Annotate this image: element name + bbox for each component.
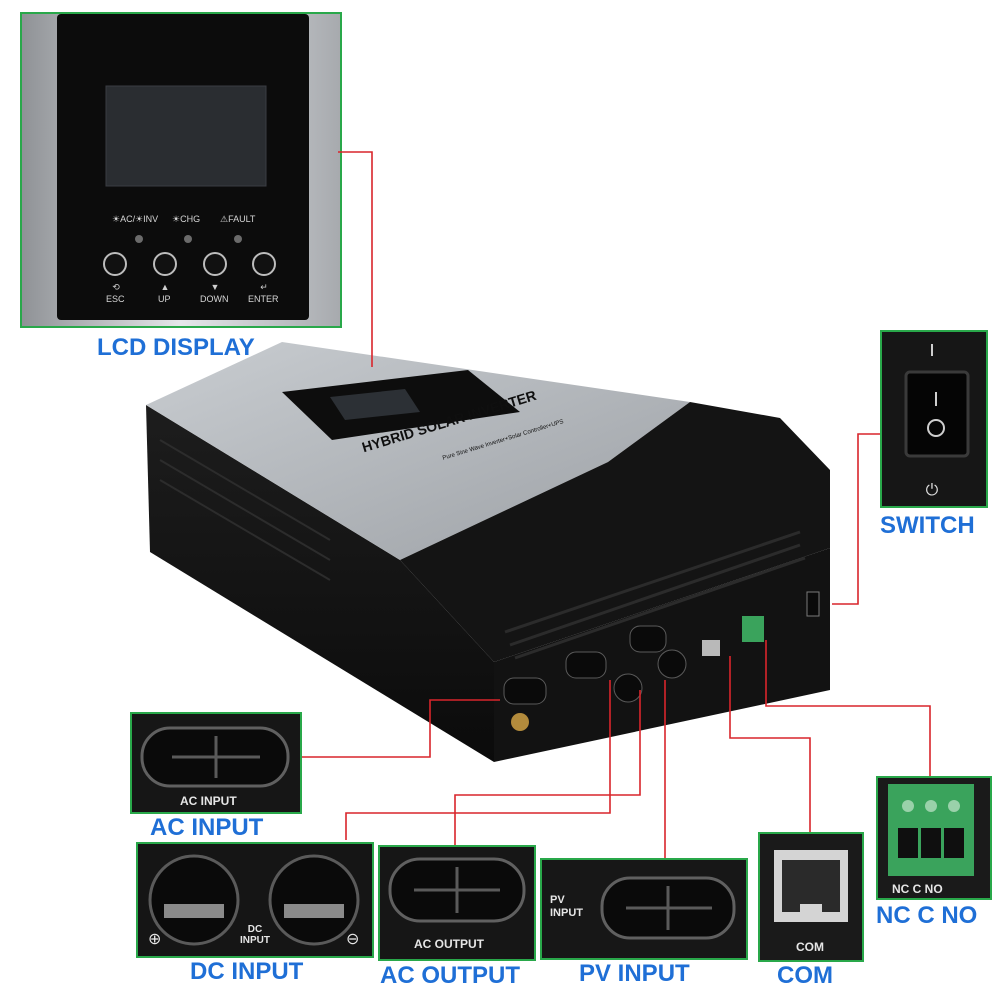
dc-input-closeup: ⊕ ⊖ DC INPUT [136,842,374,958]
dc-input-plate-label: DC INPUT [240,924,270,946]
rj45-port-graphic [760,834,862,960]
lcd-panel-graphic: ⟲ ▲ ▼ ↵ [22,14,340,326]
pv-input-port-graphic [542,860,746,958]
relay-plate-label: NC C NO [892,882,943,896]
ac-output-closeup: AC OUTPUT [378,845,536,961]
svg-text:⟲: ⟲ [112,282,120,292]
switch-closeup: ⏻ [880,330,988,508]
dc-input-title: DC INPUT [190,958,304,985]
pv-input-title: PV INPUT [579,960,690,987]
svg-text:▲: ▲ [161,282,170,292]
ac-input-port-graphic [132,714,300,812]
svg-text:⊕: ⊕ [148,931,161,948]
ac-output-port-graphic [380,847,534,959]
down-button-label: DOWN [200,294,229,304]
enter-button-label: ENTER [248,294,279,304]
indicator-label-chg: ☀CHG [172,214,201,224]
svg-text:⏻: ⏻ [926,482,939,499]
rocker-switch-graphic: ⏻ [882,332,986,506]
dc-input-terminals-graphic: ⊕ ⊖ [138,844,372,956]
svg-text:▼: ▼ [211,282,220,292]
ac-output-title: AC OUTPUT [380,962,520,989]
svg-text:⊖: ⊖ [346,931,359,948]
nc-c-no-title: NC C NO [876,902,978,929]
com-title: COM [777,962,833,989]
esc-button-label: ESC [106,294,125,304]
pv-input-plate-label: PV INPUT [550,894,583,919]
ac-input-closeup: AC INPUT [130,712,302,814]
ac-input-plate-label: AC INPUT [180,794,237,808]
up-button-label: UP [158,294,171,304]
pv-input-closeup: PV INPUT [540,858,748,960]
com-closeup: COM [758,832,864,962]
svg-text:↵: ↵ [260,282,268,292]
lcd-display-closeup: ⟲ ▲ ▼ ↵ ☀AC/☀INV ☀CHG ⚠FAULT ESC UP DOWN… [20,12,342,328]
relay-terminal-closeup: NC C NO [876,776,992,900]
indicator-label-fault: ⚠FAULT [220,214,256,224]
com-plate-label: COM [796,940,824,954]
ac-input-title: AC INPUT [150,814,264,841]
relay-terminal-graphic [878,778,990,898]
ac-output-plate-label: AC OUTPUT [414,937,484,951]
indicator-label-ac-inv: ☀AC/☀INV [112,214,159,224]
switch-title: SWITCH [880,512,975,539]
lcd-display-title: LCD DISPLAY [97,334,255,361]
